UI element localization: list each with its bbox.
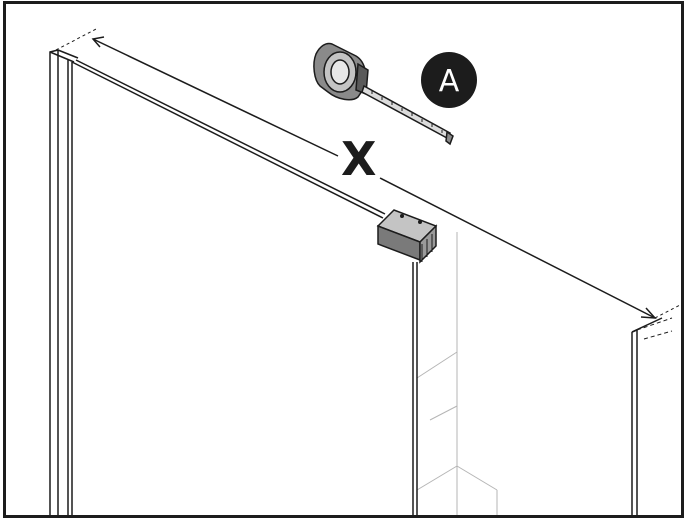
callout-badge-circle (421, 52, 477, 108)
callout-badge: A (421, 52, 477, 108)
background-guides (416, 232, 498, 515)
callout-badge-label: A (439, 64, 460, 99)
main-glass-edge (412, 262, 418, 515)
tape-measure-icon (313, 42, 454, 146)
right-panel-dashed-edge (636, 317, 673, 340)
left-glass-panel (49, 49, 79, 515)
measurement-label: X (341, 132, 376, 186)
glass-clamp-icon (376, 209, 438, 264)
extension-lines (55, 27, 681, 319)
main-glass-top-edge (71, 59, 386, 219)
